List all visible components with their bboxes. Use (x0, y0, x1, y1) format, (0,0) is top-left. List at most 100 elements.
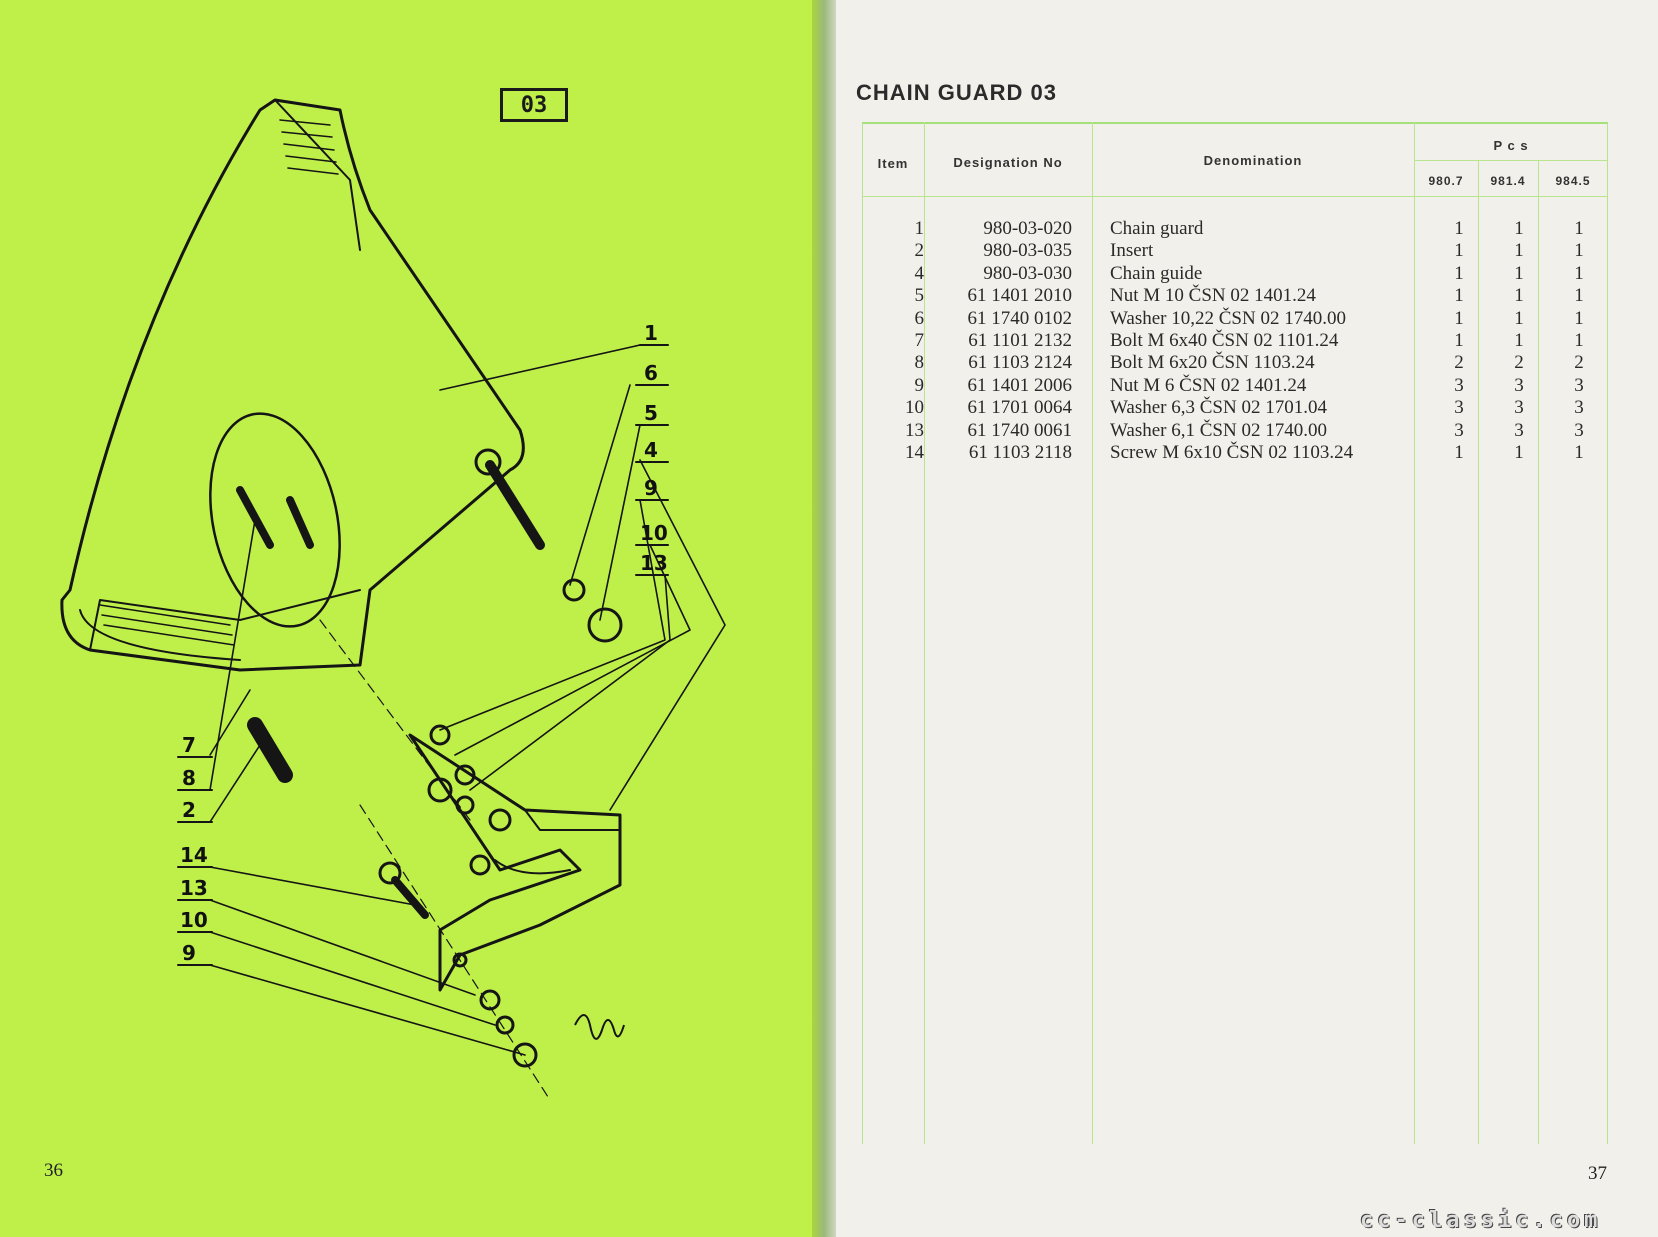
cell-qty-984-5: 2 (1574, 352, 1584, 373)
cell-designation: 61 1740 0102 (967, 308, 1073, 329)
cell-item: 10 (905, 397, 924, 418)
callout-7: 7 (182, 733, 196, 757)
header-item: Item (877, 156, 909, 171)
cell-denomination: Nut M 10 ČSN 02 1401.24 (1110, 285, 1316, 306)
table-row: 14 61 1103 2118 Screw M 6x10 ČSN 02 1103.2… (862, 442, 1608, 464)
cell-denomination: Insert (1110, 240, 1154, 261)
table-row: 13 61 1740 0061 Washer 6,1 ČSN 02 1740.00 3… (862, 420, 1608, 442)
cell-item: 6 (914, 308, 925, 329)
cell-qty-984-5: 1 (1574, 240, 1584, 261)
cell-qty-984-5: 3 (1574, 375, 1584, 396)
cell-designation: 61 1401 2010 (967, 285, 1073, 306)
cell-qty-984-5: 1 (1574, 285, 1584, 306)
cell-designation: 61 1101 2132 (968, 330, 1072, 351)
callout-13b: 13 (180, 876, 208, 900)
right-page (836, 0, 1658, 1237)
header-variant-984-5: 984.5 (1555, 174, 1591, 188)
callout-1: 1 (644, 321, 658, 345)
callout-4: 4 (644, 438, 658, 462)
callout-10b: 10 (180, 908, 208, 932)
table-row: 7 61 1101 2132 Bolt M 6x40 ČSN 02 1101.24 1… (862, 330, 1608, 352)
cell-item: 7 (914, 330, 925, 351)
cell-denomination: Washer 10,22 ČSN 02 1740.00 (1110, 308, 1346, 329)
cell-qty-981-4: 1 (1514, 442, 1524, 463)
header-variant-980-7: 980.7 (1428, 174, 1464, 188)
page-number-left: 36 (44, 1160, 63, 1181)
cell-denomination: Washer 6,1 ČSN 02 1740.00 (1110, 420, 1327, 441)
cell-item: 8 (914, 352, 925, 373)
cell-qty-981-4: 3 (1514, 375, 1524, 396)
cell-designation: 61 1701 0064 (967, 397, 1073, 418)
section-title: CHAIN GUARD 03 (856, 80, 1058, 105)
cell-item: 13 (905, 420, 924, 441)
page-number-right: 37 (1588, 1163, 1607, 1184)
callout-10: 10 (640, 521, 668, 545)
cell-qty-984-5: 1 (1574, 263, 1584, 284)
callout-2: 2 (182, 798, 196, 822)
cell-qty-984-5: 1 (1574, 218, 1584, 239)
callout-14: 14 (180, 843, 208, 867)
cell-qty-984-5: 1 (1574, 308, 1584, 329)
cell-qty-981-4: 1 (1514, 308, 1524, 329)
header-pcs: P c s (1493, 138, 1529, 153)
header-designation: Designation No (953, 155, 1063, 170)
cell-item: 1 (914, 218, 925, 239)
col-rule (1092, 122, 1093, 1144)
cell-denomination: Chain guard (1110, 218, 1204, 239)
cell-qty-984-5: 3 (1574, 397, 1584, 418)
cell-denomination: Bolt M 6x40 ČSN 02 1101.24 (1110, 330, 1339, 351)
col-rule (1538, 160, 1539, 1144)
cell-item: 9 (914, 375, 925, 396)
header-variant-981-4: 981.4 (1490, 174, 1526, 188)
cell-qty-980-7: 3 (1454, 420, 1464, 441)
cell-denomination: Chain guide (1110, 263, 1203, 284)
table-row: 10 61 1701 0064 Washer 6,3 ČSN 02 1701.04 3… (862, 397, 1608, 419)
callout-8: 8 (182, 766, 196, 790)
cell-qty-980-7: 1 (1454, 240, 1464, 261)
callout-13: 13 (640, 551, 668, 575)
cell-designation: 61 1740 0061 (967, 420, 1073, 441)
exploded-view-drawing: 1 6 5 4 9 10 13 7 8 2 14 13 10 9 (60, 98, 726, 1101)
cell-qty-980-7: 1 (1454, 263, 1464, 284)
cell-qty-980-7: 1 (1454, 308, 1464, 329)
header-rule (862, 196, 1608, 197)
cell-qty-981-4: 3 (1514, 420, 1524, 441)
callout-9: 9 (644, 476, 658, 500)
cell-qty-980-7: 1 (1454, 285, 1464, 306)
cell-qty-981-4: 1 (1514, 285, 1524, 306)
cell-item: 4 (914, 263, 925, 284)
cell-qty-980-7: 1 (1454, 218, 1464, 239)
parts-table-frame (862, 122, 1608, 1144)
col-rule (1478, 160, 1479, 1144)
cell-designation: 980-03-035 (983, 240, 1072, 261)
cell-qty-981-4: 2 (1514, 352, 1524, 373)
cell-denomination: Screw M 6x10 ČSN 02 1103.24 (1110, 442, 1354, 463)
cell-qty-980-7: 2 (1454, 352, 1464, 373)
artist-signature (574, 1014, 625, 1040)
cell-qty-981-4: 1 (1514, 330, 1524, 351)
cell-qty-981-4: 1 (1514, 240, 1524, 261)
cell-qty-984-5: 3 (1574, 420, 1584, 441)
header-rule (1414, 160, 1608, 161)
col-rule (924, 122, 925, 1144)
cell-qty-980-7: 3 (1454, 375, 1464, 396)
col-rule (1414, 122, 1415, 1144)
cell-qty-980-7: 3 (1454, 397, 1464, 418)
cell-qty-984-5: 1 (1574, 330, 1584, 351)
cell-qty-984-5: 1 (1574, 442, 1584, 463)
table-row: 6 61 1740 0102 Washer 10,22 ČSN 02 1740.00… (862, 308, 1608, 330)
cell-designation: 61 1103 2118 (968, 442, 1072, 463)
header-denomination: Denomination (1203, 153, 1303, 168)
cell-designation: 61 1401 2006 (967, 375, 1073, 396)
cell-qty-981-4: 1 (1514, 263, 1524, 284)
cell-denomination: Washer 6,3 ČSN 02 1701.04 (1110, 397, 1327, 418)
callout-9b: 9 (182, 941, 196, 965)
cell-qty-980-7: 1 (1454, 442, 1464, 463)
cell-denomination: Nut M 6 ČSN 02 1401.24 (1110, 375, 1307, 396)
cell-item: 14 (905, 442, 924, 463)
cell-designation: 61 1103 2124 (968, 352, 1072, 373)
cell-qty-980-7: 1 (1454, 330, 1464, 351)
